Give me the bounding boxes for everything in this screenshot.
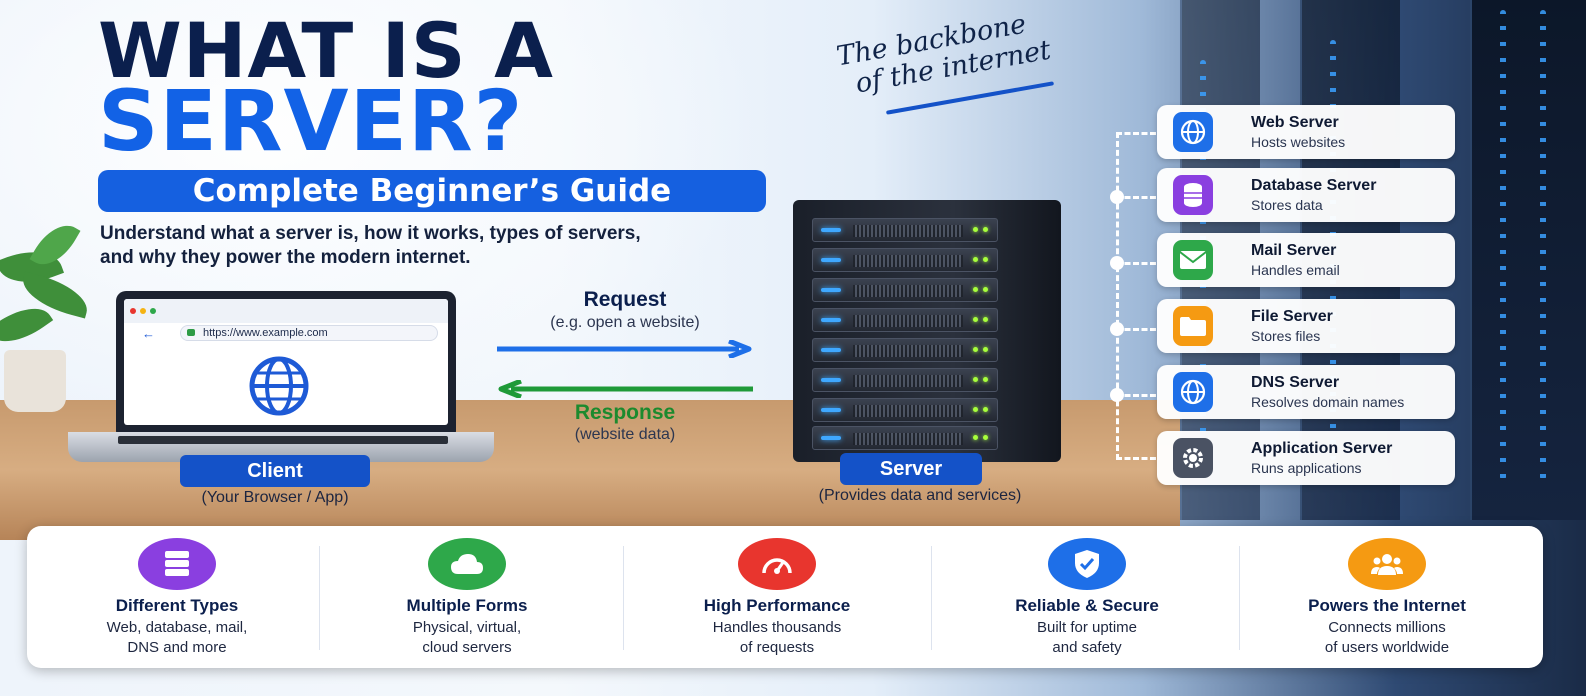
globe-icon <box>1173 372 1213 412</box>
server-type-desc: Stores files <box>1251 328 1321 344</box>
connector-tick <box>1116 196 1156 199</box>
server-stack-icon <box>138 538 216 590</box>
response-subtitle: (website data) <box>574 426 676 443</box>
url-text: https://www.example.com <box>203 327 328 339</box>
plant-decoration <box>0 215 100 415</box>
feature-multiple-forms: Multiple Forms Physical, virtual, cloud … <box>357 526 577 668</box>
feature-title: Different Types <box>115 596 239 615</box>
feature-desc: Web, database, mail, DNS and more <box>67 618 287 658</box>
connector-dot <box>1110 190 1124 204</box>
speedometer-icon <box>738 538 816 590</box>
connector-dot <box>1110 388 1124 402</box>
connector-tick <box>1116 394 1156 397</box>
mail-icon <box>1173 240 1213 280</box>
connector-tick <box>1116 262 1156 265</box>
shield-icon <box>1048 538 1126 590</box>
server-type-file: File Server Stores files <box>1157 299 1455 353</box>
gear-icon <box>1173 438 1213 478</box>
client-label: Client <box>180 455 370 487</box>
server-type-desc: Hosts websites <box>1251 134 1346 150</box>
browser-window: ← https://www.example.com <box>124 299 448 425</box>
guide-badge: Complete Beginner’s Guide <box>98 170 766 212</box>
feature-desc: Connects millions of users worldwide <box>1267 618 1507 658</box>
feature-divider <box>1239 546 1240 650</box>
globe-icon <box>1173 112 1213 152</box>
cloud-icon <box>428 538 506 590</box>
connector-tick <box>1116 328 1156 331</box>
feature-desc-line2: cloud servers <box>422 639 512 656</box>
feature-desc-line1: Built for uptime <box>1036 619 1138 636</box>
client-caption: (Your Browser / App) <box>201 489 349 506</box>
request-title: Request <box>583 288 667 311</box>
server-type-desc: Runs applications <box>1251 460 1362 476</box>
server-type-dns: DNS Server Resolves domain names <box>1157 365 1455 419</box>
rack-leds <box>1500 10 1506 480</box>
server-type-mail: Mail Server Handles email <box>1157 233 1455 287</box>
feature-title: Reliable & Secure <box>1015 596 1159 615</box>
feature-desc-line2: and safety <box>1052 639 1122 656</box>
server-type-name: Application Server <box>1251 440 1393 457</box>
feature-divider <box>319 546 320 650</box>
features-panel: Different Types Web, database, mail, DNS… <box>27 526 1543 668</box>
feature-desc-line2: of users worldwide <box>1324 639 1450 656</box>
folder-icon <box>1173 306 1213 346</box>
database-icon <box>1173 175 1213 215</box>
globe-icon <box>249 356 309 416</box>
feature-desc-line2: DNS and more <box>127 639 227 656</box>
connector-dot <box>1110 256 1124 270</box>
server-type-name: Database Server <box>1251 177 1377 194</box>
server-rack-bg <box>1470 0 1586 520</box>
feature-high-performance: High Performance Handles thousands of re… <box>657 526 897 668</box>
response-arrow-icon <box>498 380 753 398</box>
server-type-application: Application Server Runs applications <box>1157 431 1455 485</box>
server-type-desc: Handles email <box>1251 262 1340 278</box>
feature-title: High Performance <box>703 596 851 615</box>
feature-desc: Physical, virtual, cloud servers <box>357 618 577 658</box>
feature-desc-line2: of requests <box>739 639 815 656</box>
lock-icon <box>187 329 195 336</box>
server-caption: (Provides data and services) <box>818 487 1022 504</box>
server-label: Server <box>840 453 982 485</box>
subtitle: Understand what a server is, how it work… <box>100 222 790 270</box>
feature-powers-internet: Powers the Internet Connects millions of… <box>1267 526 1507 668</box>
server-type-name: File Server <box>1251 308 1333 325</box>
feature-desc: Built for uptime and safety <box>967 618 1207 658</box>
feature-desc-line1: Connects millions <box>1328 619 1446 636</box>
response-title: Response <box>574 401 676 424</box>
laptop-keyboard <box>118 436 448 444</box>
feature-divider <box>623 546 624 650</box>
feature-divider <box>931 546 932 650</box>
request-arrow-icon <box>497 340 752 358</box>
laptop-screen: ← https://www.example.com <box>116 291 456 433</box>
feature-different-types: Different Types Web, database, mail, DNS… <box>67 526 287 668</box>
server-type-name: Web Server <box>1251 114 1339 131</box>
address-bar[interactable]: https://www.example.com <box>180 325 438 341</box>
server-tower-face <box>812 212 998 456</box>
page-title-line2: SERVER? <box>98 72 524 170</box>
server-type-desc: Stores data <box>1251 197 1323 213</box>
rack-leds <box>1540 10 1546 480</box>
feature-title: Powers the Internet <box>1308 596 1466 615</box>
server-type-web: Web Server Hosts websites <box>1157 105 1455 159</box>
feature-desc: Handles thousands of requests <box>657 618 897 658</box>
request-subtitle: (e.g. open a website) <box>550 314 700 331</box>
feature-desc-line1: Handles thousands <box>712 619 842 636</box>
server-type-name: Mail Server <box>1251 242 1337 259</box>
feature-title: Multiple Forms <box>406 596 528 615</box>
page-title-line1: WHAT IS A <box>98 6 554 95</box>
subtitle-line2: and why they power the modern internet. <box>100 247 471 268</box>
feature-desc-line1: Web, database, mail, <box>106 619 248 636</box>
browser-tab-bar <box>124 299 448 323</box>
server-type-database: Database Server Stores data <box>1157 168 1455 222</box>
feature-reliable-secure: Reliable & Secure Built for uptime and s… <box>967 526 1207 668</box>
back-arrow-icon[interactable]: ← <box>142 326 155 341</box>
server-types-connector <box>1116 132 1156 460</box>
subtitle-line1: Understand what a server is, how it work… <box>100 223 641 244</box>
connector-dot <box>1110 322 1124 336</box>
server-type-name: DNS Server <box>1251 374 1340 391</box>
users-icon <box>1348 538 1426 590</box>
server-type-desc: Resolves domain names <box>1251 394 1405 410</box>
feature-desc-line1: Physical, virtual, <box>412 619 522 636</box>
